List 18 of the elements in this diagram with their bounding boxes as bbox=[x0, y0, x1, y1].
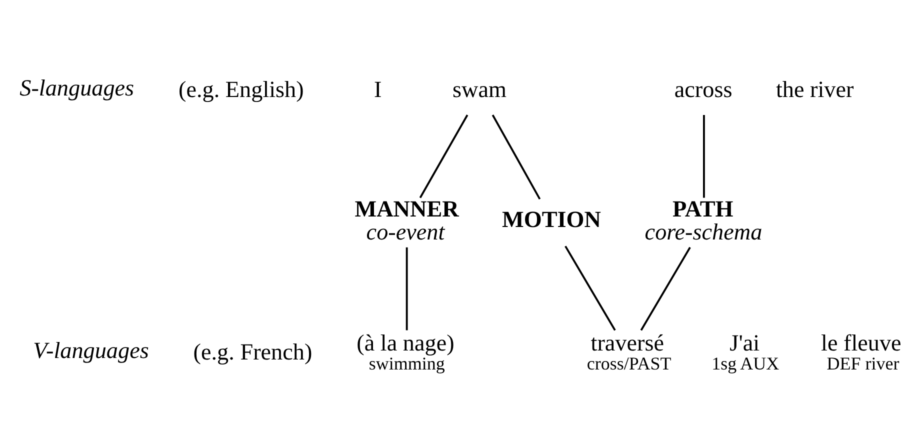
connector bbox=[640, 246, 691, 330]
node-text: the river bbox=[776, 76, 854, 102]
label: (e.g. English) bbox=[178, 76, 304, 102]
node-text: I bbox=[374, 76, 382, 102]
connector bbox=[492, 114, 541, 200]
node-text: MANNER co-event bbox=[354, 196, 459, 246]
label: S-languages bbox=[20, 75, 134, 102]
connector bbox=[406, 246, 408, 330]
label: V-languages bbox=[33, 338, 149, 364]
connector bbox=[419, 114, 468, 198]
node-text: PATH core-schema bbox=[644, 196, 762, 246]
connector bbox=[564, 245, 616, 330]
node-text: (à la nage) bbox=[356, 330, 454, 356]
label: (e.g. French) bbox=[193, 338, 312, 365]
node-text: MOTION bbox=[502, 206, 602, 232]
connector bbox=[703, 114, 705, 198]
node-text: across bbox=[674, 76, 732, 102]
node-text: swam bbox=[452, 76, 506, 102]
